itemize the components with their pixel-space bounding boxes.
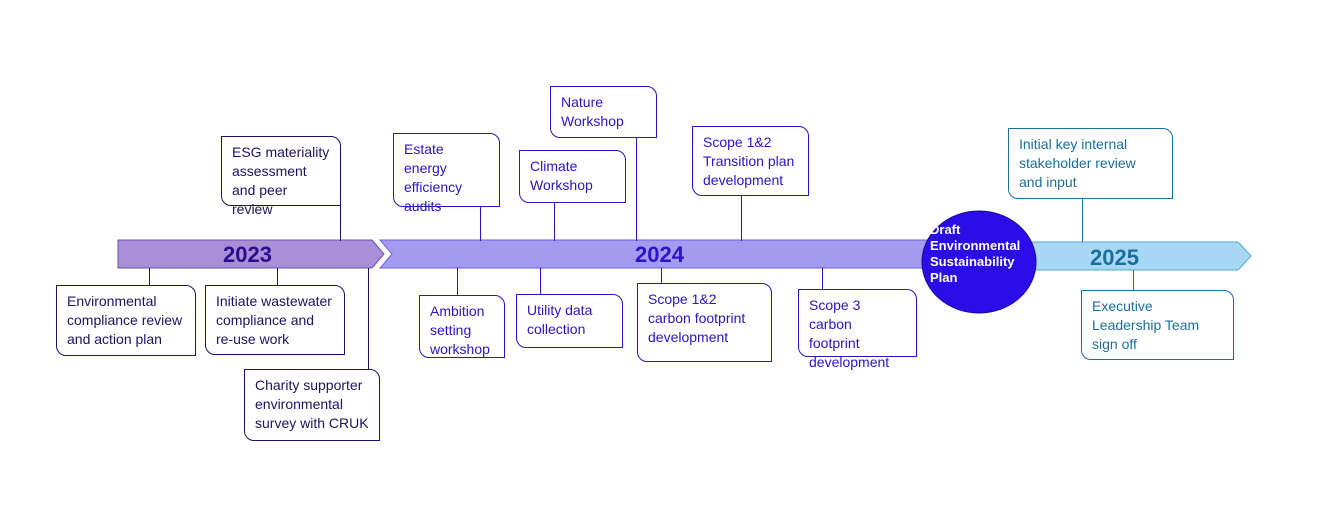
activity-stakeholder-review: Initial key internal stakeholder review … bbox=[1008, 128, 1173, 199]
activity-exec-signoff: Executive Leadership Team sign off bbox=[1081, 290, 1234, 360]
milestone-label: Draft Environmental Sustainability Plan bbox=[930, 222, 1021, 285]
connector-esg bbox=[340, 205, 342, 241]
year-2025-label: 2025 bbox=[1090, 245, 1139, 270]
connector-estate bbox=[480, 206, 482, 241]
activity-climate-workshop: Climate Workshop bbox=[519, 150, 626, 203]
year-2023-label: 2023 bbox=[223, 242, 272, 267]
activity-ambition-workshop: Ambition setting workshop bbox=[419, 295, 505, 358]
activity-scope3-footprint: Scope 3 carbon footprint development bbox=[798, 289, 917, 370]
activity-transition-plan: Scope 1&2 Transition plan development bbox=[692, 126, 809, 196]
activity-footprint-12: Scope 1&2 carbon footprint development bbox=[637, 283, 772, 362]
connector-nature bbox=[636, 137, 638, 241]
milestone-circle bbox=[921, 210, 1037, 314]
connector-scope3 bbox=[822, 268, 824, 290]
connector-transition bbox=[741, 195, 743, 241]
activity-utility-data: Utility data collection bbox=[516, 294, 623, 348]
arrow-2023 bbox=[117, 239, 385, 269]
activity-wastewater: Initiate wastewater compliance and re-us… bbox=[205, 285, 345, 355]
connector-footprint12 bbox=[661, 268, 663, 284]
year-2024-label: 2024 bbox=[635, 242, 684, 267]
connector-charity bbox=[368, 268, 370, 370]
connector-climate bbox=[554, 202, 556, 241]
activity-charity-survey: Charity supporter environmental survey w… bbox=[244, 369, 380, 441]
connector-ambition bbox=[457, 268, 459, 296]
connector-stakeholder bbox=[1082, 198, 1084, 242]
connector-utility bbox=[540, 268, 542, 295]
connector-exec bbox=[1133, 270, 1135, 291]
activity-esg-assessment: ESG materiality assessment and peer revi… bbox=[221, 136, 341, 217]
activity-nature-workshop: Nature Workshop bbox=[550, 86, 657, 138]
activity-environmental-compliance: Environmental compliance review and acti… bbox=[56, 285, 196, 356]
connector-wastewater bbox=[277, 268, 279, 286]
activity-estate-energy: Estate energy efficiency audits bbox=[393, 133, 500, 214]
connector-env-compliance bbox=[149, 268, 151, 286]
